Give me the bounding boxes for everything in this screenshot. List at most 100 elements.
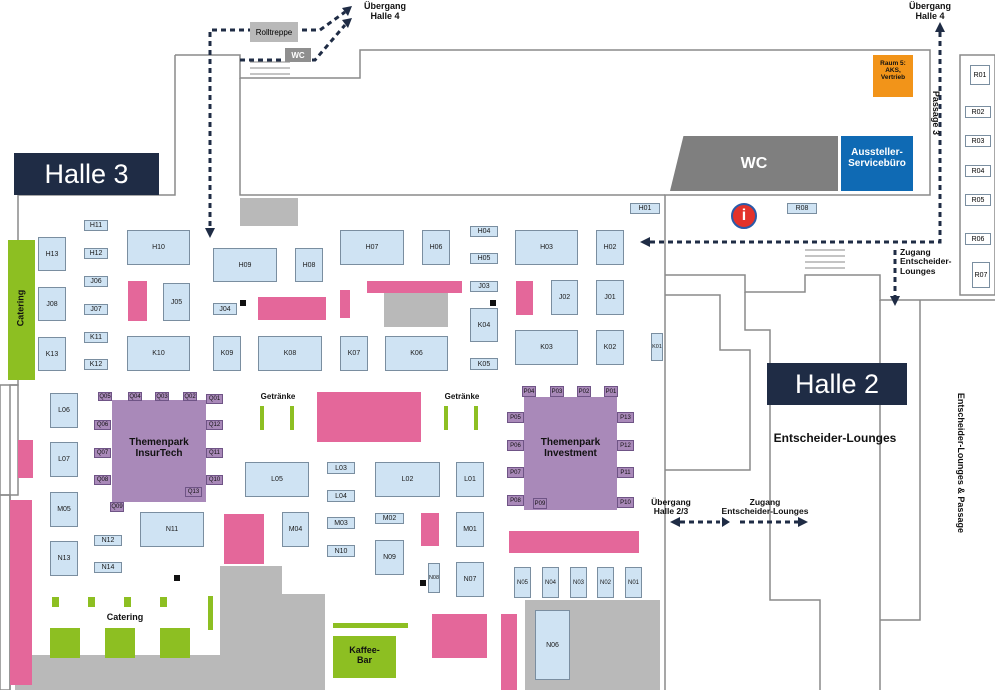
- booth-N14[interactable]: N14: [94, 562, 122, 573]
- booth-M05[interactable]: M05: [50, 492, 78, 527]
- booth-K11[interactable]: K11: [84, 332, 108, 343]
- booth-P10[interactable]: P10: [617, 497, 634, 508]
- booth-Q06[interactable]: Q06: [94, 420, 111, 430]
- info-icon[interactable]: i: [731, 203, 757, 229]
- booth-P12[interactable]: P12: [617, 440, 634, 451]
- booth-N12[interactable]: N12: [94, 535, 122, 546]
- booth-P03[interactable]: P03: [550, 386, 564, 397]
- zugang-lounges-bottom[interactable]: Zugang Entscheider-Lounges: [721, 497, 809, 517]
- booth-N05[interactable]: N05: [514, 567, 531, 598]
- booth-Q11[interactable]: Q11: [206, 448, 223, 458]
- booth-N09[interactable]: N09: [375, 540, 404, 575]
- booth-K02[interactable]: K02: [596, 330, 624, 365]
- booth-J01[interactable]: J01: [596, 280, 624, 315]
- booth-L07[interactable]: L07: [50, 442, 78, 477]
- booth-N03[interactable]: N03: [570, 567, 587, 598]
- booth-Q05[interactable]: Q05: [98, 392, 112, 401]
- booth-R02[interactable]: R02: [965, 106, 991, 118]
- kaffee-bar[interactable]: [333, 636, 396, 678]
- booth-Q04[interactable]: Q04: [128, 392, 142, 401]
- booth-P05[interactable]: P05: [507, 412, 524, 423]
- booth-K07[interactable]: K07: [340, 336, 368, 371]
- booth-K13[interactable]: K13: [38, 337, 66, 371]
- booth-H13[interactable]: H13: [38, 237, 66, 271]
- booth-K05[interactable]: K05: [470, 358, 498, 370]
- booth-P09[interactable]: P09: [533, 498, 547, 509]
- booth-H01[interactable]: H01: [630, 203, 660, 214]
- booth-Q09[interactable]: Q09: [110, 502, 124, 512]
- booth-K12[interactable]: K12: [84, 359, 108, 370]
- booth-N01[interactable]: N01: [625, 567, 642, 598]
- booth-H04[interactable]: H04: [470, 226, 498, 237]
- booth-H02[interactable]: H02: [596, 230, 624, 265]
- booth-L06[interactable]: L06: [50, 393, 78, 428]
- booth-P11[interactable]: P11: [617, 467, 634, 478]
- booth-H10[interactable]: H10: [127, 230, 190, 265]
- booth-N02[interactable]: N02: [597, 567, 614, 598]
- booth-K09[interactable]: K09: [213, 336, 241, 371]
- booth-N11[interactable]: N11: [140, 512, 204, 547]
- booth-R08[interactable]: R08: [787, 203, 817, 214]
- booth-N06[interactable]: N06: [535, 610, 570, 680]
- booth-R05[interactable]: R05: [965, 194, 991, 206]
- booth-P02[interactable]: P02: [577, 386, 591, 397]
- booth-L01[interactable]: L01: [456, 462, 484, 497]
- catering-side[interactable]: [8, 240, 35, 380]
- booth-M02[interactable]: M02: [375, 513, 404, 524]
- booth-N13[interactable]: N13: [50, 541, 78, 576]
- booth-Q07[interactable]: Q07: [94, 448, 111, 458]
- uebergang-halle4-right[interactable]: Übergang Halle 4: [908, 1, 951, 21]
- booth-K03[interactable]: K03: [515, 330, 578, 365]
- aussteller-servicebuero[interactable]: Aussteller- Servicebüro: [841, 136, 913, 191]
- booth-R03[interactable]: R03: [965, 135, 991, 147]
- zugang-lounges-right[interactable]: Zugang Entscheider- Lounges: [900, 247, 952, 276]
- booth-H11[interactable]: H11: [84, 220, 108, 231]
- booth-L05[interactable]: L05: [245, 462, 309, 497]
- booth-M01[interactable]: M01: [456, 512, 484, 547]
- booth-J03[interactable]: J03: [470, 281, 498, 292]
- uebergang-halle23[interactable]: Übergang Halle 2/3: [651, 497, 691, 517]
- booth-R06[interactable]: R06: [965, 233, 991, 245]
- booth-P13[interactable]: P13: [617, 412, 634, 423]
- booth-R04[interactable]: R04: [965, 165, 991, 177]
- booth-R01[interactable]: R01: [970, 65, 990, 85]
- booth-J06[interactable]: J06: [84, 276, 108, 287]
- booth-Q12[interactable]: Q12: [206, 420, 223, 430]
- booth-K10[interactable]: K10: [127, 336, 190, 371]
- booth-N04[interactable]: N04: [542, 567, 559, 598]
- booth-Q08[interactable]: Q08: [94, 475, 111, 485]
- themenpark-investment[interactable]: [524, 397, 617, 510]
- raum5-aks-vertrieb[interactable]: Raum 5: AKS, Vertrieb: [873, 55, 913, 97]
- booth-L04[interactable]: L04: [327, 490, 355, 502]
- booth-J05[interactable]: J05: [163, 283, 190, 321]
- booth-K08[interactable]: K08: [258, 336, 322, 371]
- booth-N07[interactable]: N07: [456, 562, 484, 597]
- booth-M03[interactable]: M03: [327, 517, 355, 529]
- booth-P08[interactable]: P08: [507, 495, 524, 506]
- uebergang-halle4-left[interactable]: Übergang Halle 4: [363, 1, 406, 21]
- booth-H05[interactable]: H05: [470, 253, 498, 264]
- booth-Q01[interactable]: Q01: [206, 394, 223, 404]
- booth-J08[interactable]: J08: [38, 287, 66, 321]
- booth-H03[interactable]: H03: [515, 230, 578, 265]
- booth-K01[interactable]: K01: [651, 333, 663, 361]
- booth-P07[interactable]: P07: [507, 467, 524, 478]
- booth-Q02[interactable]: Q02: [183, 392, 197, 401]
- booth-H12[interactable]: H12: [84, 248, 108, 259]
- booth-Q03[interactable]: Q03: [155, 392, 169, 401]
- booth-R07[interactable]: R07: [972, 262, 990, 288]
- booth-K04[interactable]: K04: [470, 308, 498, 342]
- themenpark-insurtech[interactable]: [112, 400, 206, 502]
- booth-P06[interactable]: P06: [507, 440, 524, 451]
- booth-Q13[interactable]: Q13: [185, 487, 202, 497]
- booth-P01[interactable]: P01: [604, 386, 618, 397]
- booth-M04[interactable]: M04: [282, 512, 309, 547]
- booth-L03[interactable]: L03: [327, 462, 355, 474]
- booth-K06[interactable]: K06: [385, 336, 448, 371]
- booth-P04[interactable]: P04: [522, 386, 536, 397]
- booth-J02[interactable]: J02: [551, 280, 578, 315]
- booth-H08[interactable]: H08: [295, 248, 323, 282]
- booth-H09[interactable]: H09: [213, 248, 277, 282]
- booth-J04[interactable]: J04: [213, 303, 237, 315]
- booth-H07[interactable]: H07: [340, 230, 404, 265]
